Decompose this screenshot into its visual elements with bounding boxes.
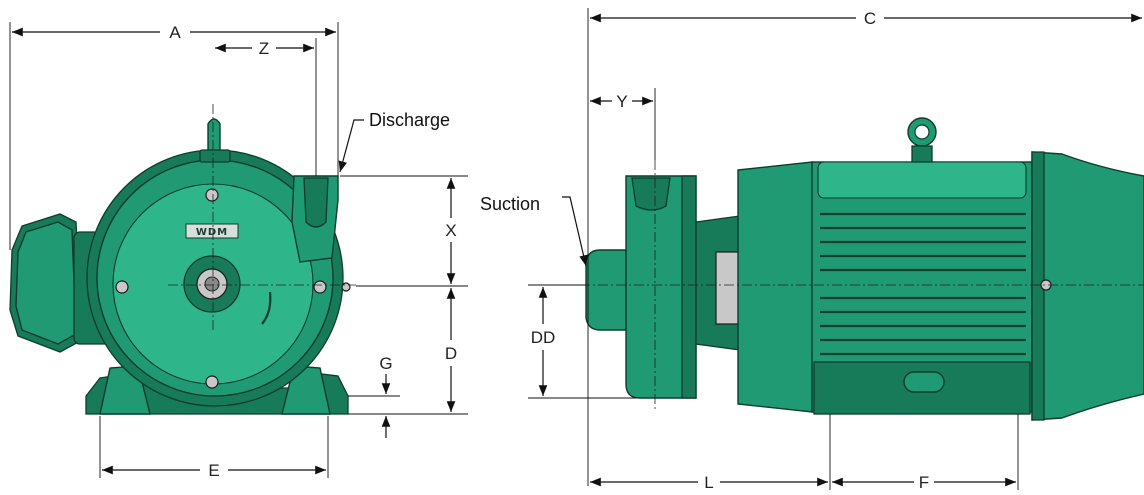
side-lifting-eye-hole — [914, 124, 930, 140]
side-casing-flange — [681, 175, 697, 399]
side-view — [585, 117, 1144, 421]
front-discharge-port — [303, 177, 329, 228]
side-fan-cover-ring — [1031, 151, 1045, 421]
dim-label-D: D — [445, 344, 457, 363]
side-lifting-eye-base — [911, 145, 933, 163]
logo-text: WDM — [196, 227, 228, 238]
dim-label-F: F — [919, 473, 929, 492]
dim-label-L: L — [704, 473, 713, 492]
side-motor-top — [817, 161, 1027, 199]
side-suction-nozzle — [585, 249, 627, 331]
front-shaft-core — [204, 276, 220, 292]
front-lifting-lug — [207, 118, 221, 153]
side-discharge-port — [631, 177, 671, 211]
discharge-leader — [338, 119, 364, 173]
front-bolt-top — [205, 188, 219, 202]
side-base-slot — [903, 371, 945, 393]
discharge-label: Discharge — [369, 110, 450, 130]
side-motor-endbell — [737, 161, 813, 413]
front-bolt-bottom — [205, 375, 219, 389]
side-shaft-coupling — [715, 251, 741, 325]
dim-label-C: C — [864, 9, 876, 28]
logo-plate — [185, 223, 239, 239]
front-bolt-right — [313, 280, 327, 294]
front-drain-curve — [261, 291, 272, 325]
dim-label-X: X — [445, 221, 456, 240]
dim-label-E: E — [208, 461, 219, 480]
dim-label-Y: Y — [616, 92, 627, 111]
front-view: WDM — [9, 118, 351, 415]
dim-label-DD: DD — [531, 328, 556, 347]
side-pump-casing — [625, 175, 697, 399]
front-terminal-box-face — [15, 221, 77, 345]
suction-leader — [562, 196, 588, 267]
front-bolt-left — [115, 280, 129, 294]
side-fan-cover — [1031, 151, 1144, 421]
front-bolt-side — [341, 282, 351, 292]
dim-label-Z: Z — [259, 39, 269, 58]
dim-label-A: A — [169, 23, 181, 42]
dim-label-G: G — [379, 354, 392, 373]
front-lug-base — [199, 149, 231, 163]
suction-label: Suction — [480, 194, 540, 214]
